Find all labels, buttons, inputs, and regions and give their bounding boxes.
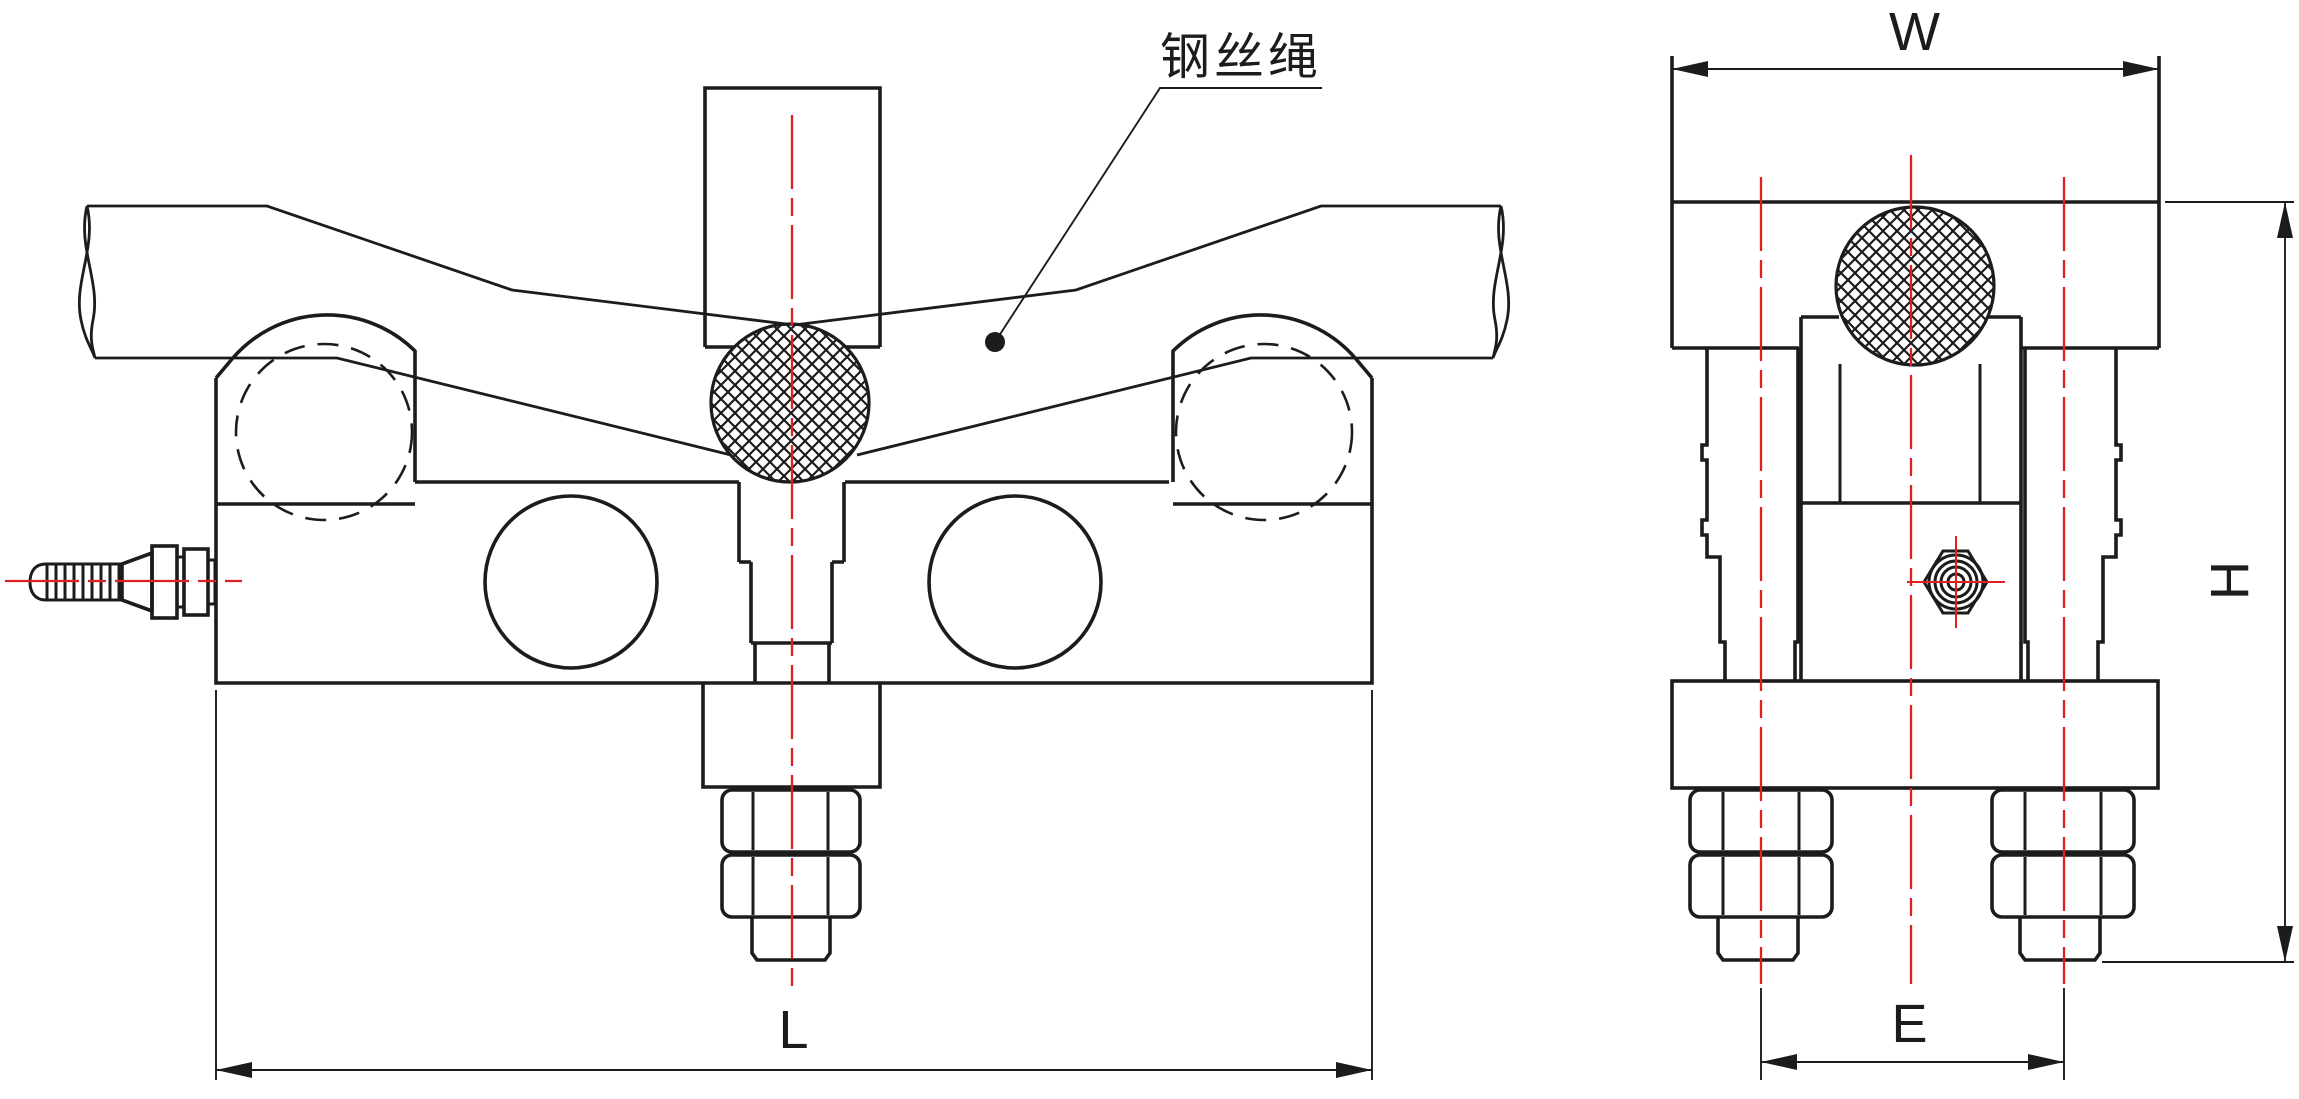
post-left: [1700, 348, 1800, 681]
rope-break-right: [1491, 205, 1505, 359]
hidden-roller-left: [234, 342, 414, 522]
wire-rope-callout: 钢丝绳: [985, 29, 1322, 352]
pressure-block: [703, 86, 882, 349]
rope-cross-section: [1834, 205, 1996, 367]
set-screw: [1907, 536, 2005, 628]
post-right: [2023, 348, 2123, 681]
mounting-hole-right: [927, 494, 1103, 670]
saddle-left: [214, 313, 417, 482]
pressure-roller: [709, 322, 871, 484]
side-view: W H E: [1670, 2, 2294, 1080]
dimension-label-W: W: [1889, 2, 1941, 62]
dimension-H: H: [2102, 201, 2294, 963]
top-plate: [1670, 56, 2161, 350]
rope-break-left: [83, 205, 97, 359]
front-view: L 钢丝绳: [5, 29, 1511, 1080]
dimension-label-L: L: [778, 1000, 809, 1060]
dimension-label-E: E: [1891, 994, 1928, 1054]
sensor-body: [214, 313, 1374, 685]
bottom-plate: [1670, 679, 2160, 790]
stud-end: [750, 918, 832, 962]
saddle-right: [1171, 313, 1374, 482]
callout-label: 钢丝绳: [1160, 29, 1322, 85]
dimension-W: W: [1672, 2, 2159, 77]
dimension-L: L: [215, 690, 1373, 1080]
cable-gland: [5, 544, 242, 620]
hidden-roller-right: [1174, 342, 1354, 522]
dimension-label-H: H: [2200, 560, 2260, 600]
dimension-E: E: [1760, 988, 2065, 1080]
mounting-hole-left: [483, 494, 659, 670]
